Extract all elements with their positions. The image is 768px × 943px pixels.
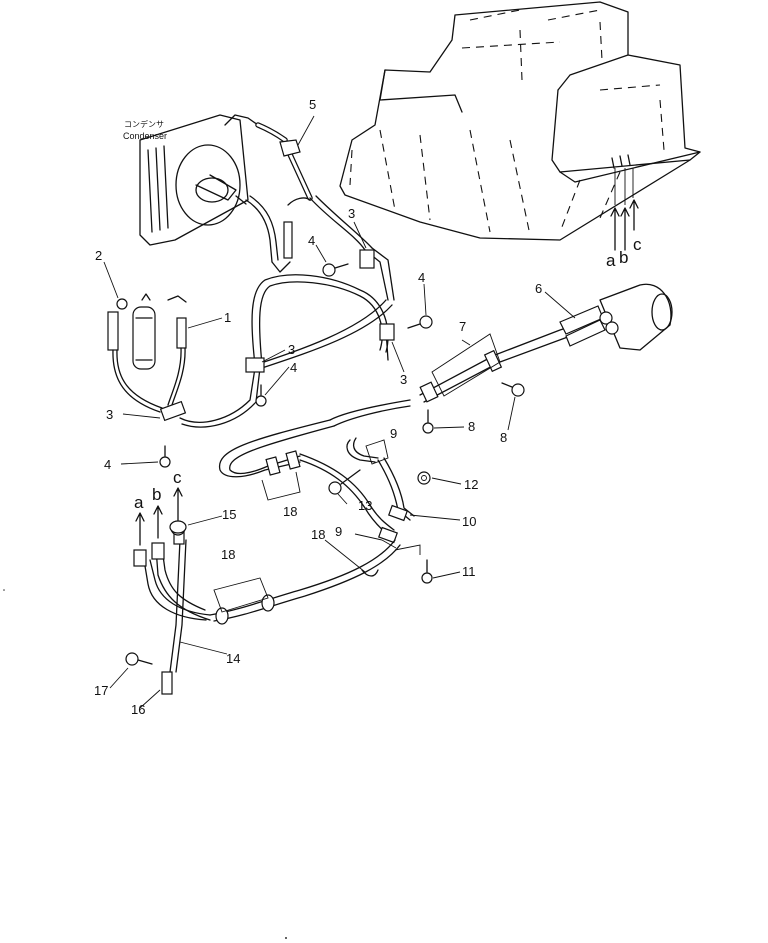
part-number-13: 13 — [358, 498, 372, 513]
part-number-3: 3 — [106, 407, 113, 422]
part-number-18: 18 — [283, 504, 297, 519]
part-number-5: 5 — [309, 97, 316, 112]
hose-lines — [112, 122, 673, 695]
condenser-jp-label: コンデンサ — [124, 119, 164, 129]
part-number-6: 6 — [535, 281, 542, 296]
part-number-15: 15 — [222, 507, 236, 522]
part-number-8: 8 — [468, 419, 475, 434]
clamps — [159, 249, 395, 422]
part-number-10: 10 — [462, 514, 476, 529]
part-number-3: 3 — [288, 342, 295, 357]
engine-outline — [339, 1, 701, 251]
part-number-1: 1 — [224, 310, 231, 325]
part-number-4: 4 — [308, 233, 315, 248]
part-number-8: 8 — [500, 430, 507, 445]
part-number-11: 11 — [462, 564, 476, 579]
part-number-2: 2 — [95, 248, 102, 263]
part-number-3: 3 — [348, 206, 355, 221]
part-number-7: 7 — [459, 319, 466, 334]
part-number-3: 3 — [400, 372, 407, 387]
part-number-18: 18 — [221, 547, 235, 562]
part-number-16: 16 — [131, 702, 145, 717]
part-number-12: 12 — [464, 477, 478, 492]
top-label-a: a — [606, 251, 616, 270]
receiver-drier — [107, 293, 187, 370]
left-label-a: a — [134, 493, 144, 512]
part-number-17: 17 — [94, 683, 108, 698]
part-number-18: 18 — [311, 527, 325, 542]
bolts — [125, 263, 525, 666]
condenser — [139, 114, 259, 246]
part-number-14: 14 — [226, 651, 240, 666]
left-arrows — [135, 487, 183, 546]
top-label-c: c — [633, 235, 642, 254]
part-number-4: 4 — [290, 360, 297, 375]
part-number-4: 4 — [418, 270, 425, 285]
condenser-en-label: Condenser — [123, 131, 167, 141]
left-label-c: c — [173, 468, 182, 487]
part-number-4: 4 — [104, 457, 111, 472]
leader-lines — [103, 115, 576, 709]
part-number-9: 9 — [390, 426, 397, 441]
left-label-b: b — [152, 485, 161, 504]
top-label-b: b — [619, 248, 628, 267]
part-number-9: 9 — [335, 524, 342, 539]
